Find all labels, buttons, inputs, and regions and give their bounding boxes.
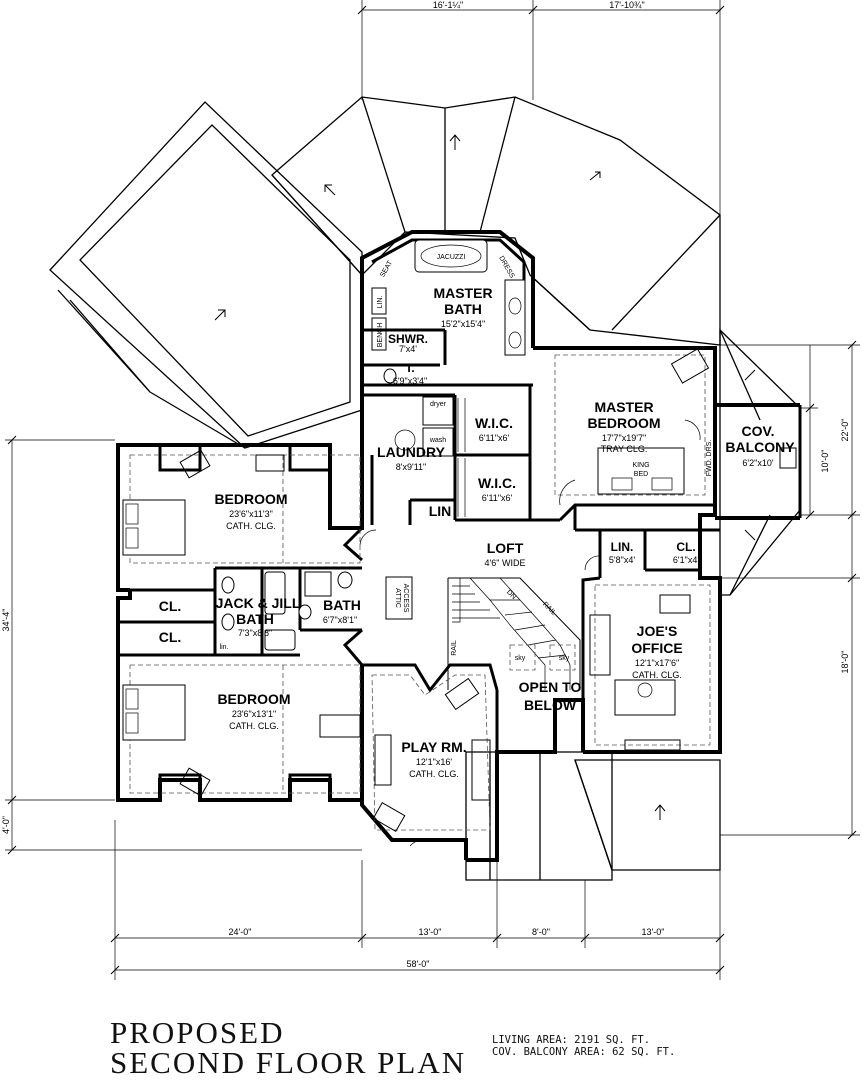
master-bath-name: MASTER [433, 285, 492, 301]
bedroom1-note: CATH. CLG. [226, 521, 276, 531]
rail-label-1: RAIL [541, 601, 557, 617]
loft-name: LOFT [487, 540, 524, 556]
master-bedroom-name2: BEDROOM [587, 415, 660, 431]
lin-loft-size: 5'8"x4' [609, 555, 635, 565]
dim-right-upper: 10'-0" [820, 450, 830, 473]
master-bath-size: 15'2"x15'4" [441, 319, 485, 329]
jack-jill-name: JACK & JILL [216, 595, 301, 611]
bedroom1-name: BEDROOM [214, 491, 287, 507]
master-bedroom-size: 17'7"x19'7" [602, 433, 646, 443]
master-bath-name2: BATH [444, 301, 482, 317]
wash-label: wash [429, 437, 446, 444]
wic1-size: 6'11"x6' [479, 433, 510, 443]
dim-overall: 58'-0" [407, 959, 430, 969]
office-name: JOE'S [637, 623, 678, 639]
bedroom2-size: 23'6"x13'1" [232, 709, 276, 719]
living-area: LIVING AREA: 2191 SQ. FT. [492, 1034, 651, 1046]
dim-right-total: 22'-0" [840, 419, 850, 442]
cl2-name: CL. [159, 629, 182, 645]
master-bedroom-name: MASTER [594, 399, 653, 415]
area-summary: LIVING AREA: 2191 SQ. FT. COV. BALCONY A… [492, 1034, 752, 1058]
king-bed-label2: BED [634, 471, 648, 478]
seat-label: SEAT [379, 259, 394, 279]
dim-bottom-1: 24'-0" [229, 927, 252, 937]
dn-label: DN [505, 589, 517, 601]
master-bedroom-note: TRAY CLG. [601, 444, 648, 454]
bath-name: BATH [323, 597, 361, 613]
toilet-name: T. [405, 361, 414, 375]
balcony-area: COV. BALCONY AREA: 62 SQ. FT. [492, 1046, 676, 1058]
bedroom2-note: CATH. CLG. [229, 721, 279, 731]
dim-bottom-2: 13'-0" [419, 927, 442, 937]
dim-top-left: 16'-1¼" [433, 0, 463, 10]
laundry-name: LAUNDRY [377, 444, 446, 460]
dim-bottom-3: 8'-0" [532, 927, 550, 937]
lin-jj-label: lin. [220, 644, 229, 651]
loft-size: 4'6" WIDE [485, 558, 526, 568]
plan-title-line-1: PROPOSED [110, 1015, 285, 1050]
jack-jill-name2: BATH [236, 611, 274, 627]
fixtures [122, 239, 797, 847]
plan-title: PROPOSED SECOND FLOOR PLAN [110, 1015, 490, 1080]
bedroom1-size: 23'6"x11'3" [229, 509, 273, 519]
sky-label-1: sky [515, 655, 526, 662]
dim-left-total: 34'-4" [1, 609, 11, 632]
wic2-name: W.I.C. [478, 475, 516, 491]
dimension-lines [5, 0, 860, 980]
dim-top-right: 17'-10¾" [609, 0, 644, 10]
attic-access-label: ACCESS [402, 584, 409, 613]
jacuzzi-label: JACUZZI [437, 254, 466, 261]
open-below-name2: BELOW [524, 697, 577, 713]
cl-loft-name: CL. [676, 540, 695, 554]
cl-loft-size: 6'1"x4' [673, 555, 699, 565]
bath-size: 6'7"x8'1" [323, 615, 357, 625]
sky-label-2: sky [559, 655, 570, 662]
laundry-size: 8'x9'11" [396, 462, 427, 472]
office-name2: OFFICE [631, 640, 682, 656]
lin-small-name: LIN [429, 503, 452, 519]
jack-jill-size: 7'3"x8'8" [238, 628, 272, 638]
balcony-name2: BALCONY [725, 439, 795, 455]
wic1-name: W.I.C. [475, 415, 513, 431]
fwd-drs-label: FWD. DRS. [706, 440, 713, 477]
play-room-name: PLAY RM. [401, 739, 466, 755]
dim-bottom-4: 13'-0" [642, 927, 665, 937]
play-room-size: 12'1"x16' [416, 757, 452, 767]
plan-title-line-2: SECOND FLOOR PLAN [110, 1045, 467, 1080]
open-below-name: OPEN TO [519, 679, 582, 695]
wic2-size: 6'11"x6' [482, 493, 513, 503]
toilet-size: 6'9"x3'4" [393, 376, 427, 386]
bedroom2-name: BEDROOM [217, 691, 290, 707]
dim-left-bottom: 4'-0" [1, 816, 11, 834]
dress-label: DRESS [497, 255, 515, 280]
shower-size: 7'x4' [399, 344, 417, 354]
shower-name: SHWR. [388, 332, 428, 346]
balcony-size: 6'2"x10' [742, 458, 773, 468]
cl1-name: CL. [159, 598, 182, 614]
bench-label: BENCH [377, 323, 384, 348]
dim-right-lower: 18'-0" [840, 651, 850, 674]
office-note: CATH. CLG. [632, 670, 682, 680]
attic-label: ATTIC [394, 588, 401, 608]
king-bed-label: KING [632, 462, 649, 469]
office-size: 12'1"x17'6" [635, 658, 679, 668]
dryer-label: dryer [430, 401, 447, 408]
rail-label-2: RAIL [451, 640, 458, 656]
lin-mb-label: LIN. [377, 296, 384, 309]
lin-loft-name: LIN. [611, 540, 634, 554]
interior-walls [118, 328, 720, 752]
balcony-name: COV. [742, 423, 775, 439]
play-room-note: CATH. CLG. [409, 769, 459, 779]
